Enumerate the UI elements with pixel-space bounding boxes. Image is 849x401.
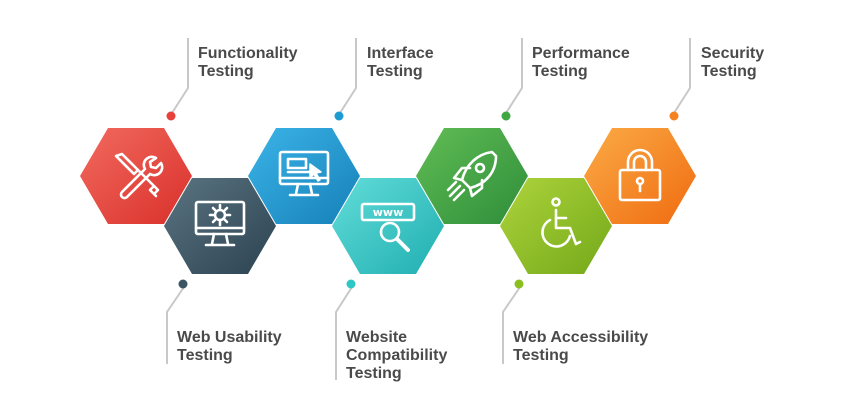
svg-text:www: www xyxy=(373,206,404,219)
label-performance: Performance Testing xyxy=(532,45,630,81)
connector-dot-performance xyxy=(501,111,511,121)
monitor-gear-icon xyxy=(194,200,246,247)
connector-performance xyxy=(505,38,523,114)
label-line: Functionality xyxy=(198,45,298,62)
connector-website-compatibility xyxy=(335,286,353,380)
label-line: Testing xyxy=(198,63,254,80)
label-line: Testing xyxy=(513,347,569,364)
label-line: Testing xyxy=(532,63,588,80)
rocket-icon xyxy=(446,150,498,202)
connector-functionality xyxy=(171,38,189,114)
www-search-icon: www xyxy=(360,202,416,252)
label-line: Testing xyxy=(367,63,423,80)
hex-interface xyxy=(248,128,360,224)
connector-interface xyxy=(339,38,357,114)
hex-security xyxy=(584,128,696,224)
connector-dot-security xyxy=(669,111,679,121)
label-line: Compatibility xyxy=(346,347,448,364)
hex-website-compatibility: www xyxy=(332,178,444,274)
label-web-usability: Web Usability Testing xyxy=(177,329,282,365)
hex-performance xyxy=(416,128,528,224)
label-line: Testing xyxy=(346,365,402,382)
label-website-compatibility: Website Compatibility Testing xyxy=(346,329,447,383)
label-line: Security xyxy=(701,45,765,62)
connector-web-usability xyxy=(166,286,185,364)
label-security: Security Testing xyxy=(701,45,764,81)
label-line: Performance xyxy=(532,45,630,62)
label-web-accessibility: Web Accessibility Testing xyxy=(513,329,648,365)
connector-dot-website-compatibility xyxy=(346,279,356,289)
connector-dot-functionality xyxy=(166,111,176,121)
label-line: Website xyxy=(346,329,408,346)
connector-dot-web-accessibility xyxy=(514,279,524,289)
connectors xyxy=(166,38,691,380)
label-line: Testing xyxy=(177,347,233,364)
monitor-cursor-icon xyxy=(278,150,330,197)
label-interface: Interface Testing xyxy=(367,45,434,81)
hex-web-accessibility xyxy=(500,178,612,274)
label-line: Web Usability xyxy=(177,329,282,346)
wheelchair-icon xyxy=(541,197,582,248)
label-line: Testing xyxy=(701,63,757,80)
label-line: Web Accessibility xyxy=(513,329,649,346)
connector-dot-web-usability xyxy=(178,279,188,289)
label-functionality: Functionality Testing xyxy=(198,45,298,81)
label-line: Interface xyxy=(367,45,434,62)
tools-icon xyxy=(114,152,164,200)
hex-functionality xyxy=(80,128,192,224)
connector-web-accessibility xyxy=(502,286,521,364)
hex-web-usability xyxy=(164,178,276,274)
connector-security xyxy=(673,38,691,114)
padlock-icon xyxy=(618,148,662,202)
connector-dot-interface xyxy=(334,111,344,121)
